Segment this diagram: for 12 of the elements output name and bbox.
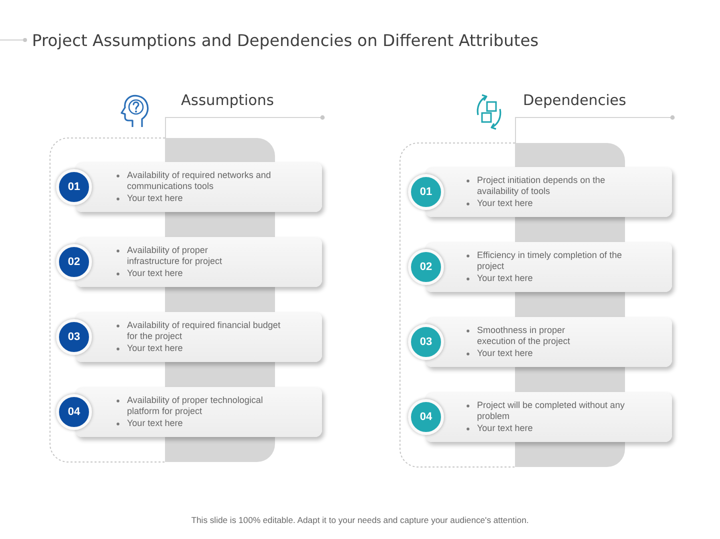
slide-title: Project Assumptions and Dependencies on Different Attributes [32, 31, 539, 50]
number-badge: 01 [56, 169, 92, 205]
number-badge: 01 [408, 174, 444, 210]
panel-heading: Dependencies [523, 93, 626, 109]
number-badge: 03 [408, 324, 444, 360]
number-badge: 02 [408, 249, 444, 285]
number-badge: 04 [56, 394, 92, 430]
footer-note: This slide is 100% editable. Adapt it to your needs and capture your audience's attention. [191, 515, 529, 525]
number-badge: 03 [56, 319, 92, 355]
number-badge: 02 [56, 244, 92, 280]
panel-heading: Assumptions [181, 93, 274, 109]
number-badge: 04 [408, 399, 444, 435]
